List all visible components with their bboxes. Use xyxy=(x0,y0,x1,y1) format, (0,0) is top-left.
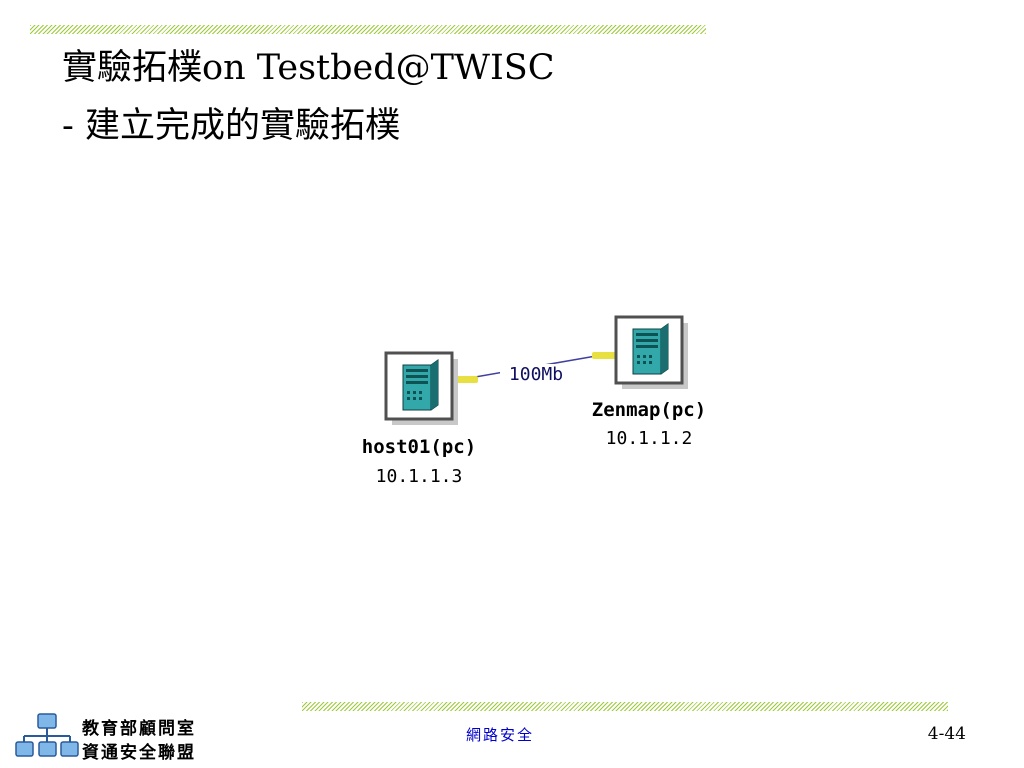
bottom-decorative-hatch xyxy=(302,702,948,711)
zenmap-connector xyxy=(592,352,616,359)
server-icon xyxy=(614,315,690,391)
network-tree-logo-icon xyxy=(15,713,79,757)
host01-connector xyxy=(454,376,478,383)
node-host01-label: host01(pc) xyxy=(362,436,476,458)
node-host01-ip: 10.1.1.3 xyxy=(376,466,463,487)
node-zenmap-label: Zenmap(pc) xyxy=(592,399,706,421)
org-name-line-1: 教育部顧問室 xyxy=(82,719,196,739)
node-zenmap[interactable]: Zenmap(pc) 10.1.1.2 xyxy=(592,315,706,449)
slide-subtitle: - 建立完成的實驗拓樸 xyxy=(62,106,400,146)
org-name-line-2: 資通安全聯盟 xyxy=(82,743,196,763)
page-number: 4-44 xyxy=(927,724,966,744)
top-decorative-hatch xyxy=(30,25,706,34)
node-zenmap-ip: 10.1.1.2 xyxy=(606,428,693,449)
network-topology-diagram: 100Mb host01(pc) 10.1.1.3 Zenmap(pc) 10.… xyxy=(362,315,706,487)
server-icon xyxy=(384,351,460,427)
slide-title: 實驗拓樸on Testbed@TWISC xyxy=(62,48,555,88)
node-host01[interactable]: host01(pc) 10.1.1.3 xyxy=(362,351,476,487)
course-name: 網路安全 xyxy=(466,726,535,744)
link-bandwidth-label: 100Mb xyxy=(509,364,563,385)
